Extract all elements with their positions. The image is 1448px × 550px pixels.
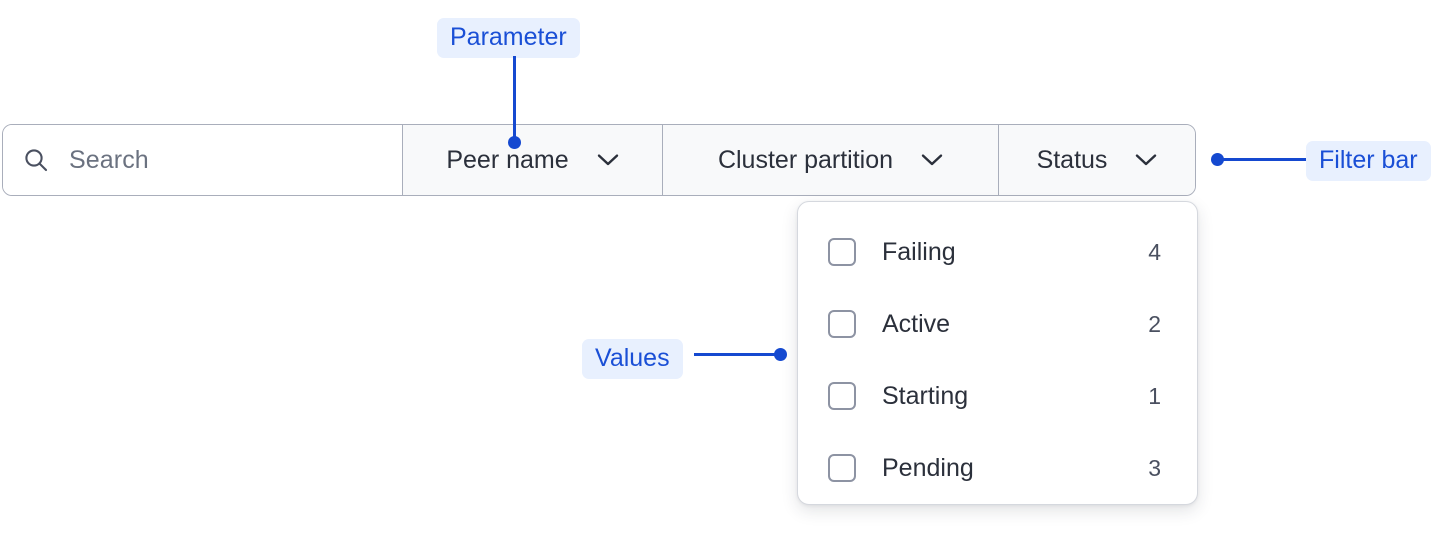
annotation-label-filter-bar: Filter bar	[1306, 141, 1431, 182]
status-option-label: Failing	[882, 237, 956, 266]
checkbox-unchecked-icon[interactable]	[828, 454, 856, 482]
status-option-label: Active	[882, 309, 951, 338]
filter-dropdown-peer-name[interactable]: Peer name	[403, 125, 663, 195]
filter-bar: Search Peer name Cluster partition Statu…	[2, 124, 1196, 196]
annotation-connector-parameter	[513, 56, 516, 144]
search-field[interactable]: Search	[3, 125, 403, 195]
status-dropdown-panel: Failing 4 Active 2 Starting 1 Pending 3	[797, 201, 1198, 505]
annotation-dot-parameter	[508, 136, 521, 149]
status-option-row[interactable]: Starting 1	[798, 360, 1197, 432]
annotation-connector-values	[694, 353, 780, 356]
status-option-count: 2	[1148, 310, 1161, 337]
chevron-down-icon	[1136, 154, 1157, 166]
filter-dropdown-label: Peer name	[446, 145, 569, 174]
annotation-label-values: Values	[582, 339, 683, 380]
chevron-down-icon	[921, 154, 943, 166]
checkbox-unchecked-icon[interactable]	[828, 238, 856, 266]
annotation-label-parameter: Parameter	[437, 18, 580, 59]
status-option-count: 4	[1148, 238, 1161, 265]
status-option-row[interactable]: Pending 3	[798, 432, 1197, 504]
checkbox-unchecked-icon[interactable]	[828, 382, 856, 410]
chevron-down-icon	[597, 154, 618, 166]
status-option-count: 1	[1148, 382, 1161, 409]
search-icon	[25, 149, 48, 172]
search-input-placeholder[interactable]: Search	[69, 145, 149, 174]
annotation-dot-values	[774, 348, 787, 361]
status-option-label: Starting	[882, 381, 969, 410]
filter-dropdown-cluster-partition[interactable]: Cluster partition	[663, 125, 999, 195]
status-option-row[interactable]: Failing 4	[798, 216, 1197, 288]
annotation-connector-filter-bar	[1220, 158, 1306, 161]
filter-dropdown-label: Cluster partition	[717, 145, 894, 174]
filter-dropdown-label: Status	[1036, 145, 1108, 174]
status-option-row[interactable]: Active 2	[798, 288, 1197, 360]
checkbox-unchecked-icon[interactable]	[828, 310, 856, 338]
annotation-dot-filter-bar	[1211, 153, 1224, 166]
filter-dropdown-status[interactable]: Status	[999, 125, 1195, 195]
status-option-label: Pending	[882, 453, 974, 482]
status-option-count: 3	[1148, 454, 1161, 481]
